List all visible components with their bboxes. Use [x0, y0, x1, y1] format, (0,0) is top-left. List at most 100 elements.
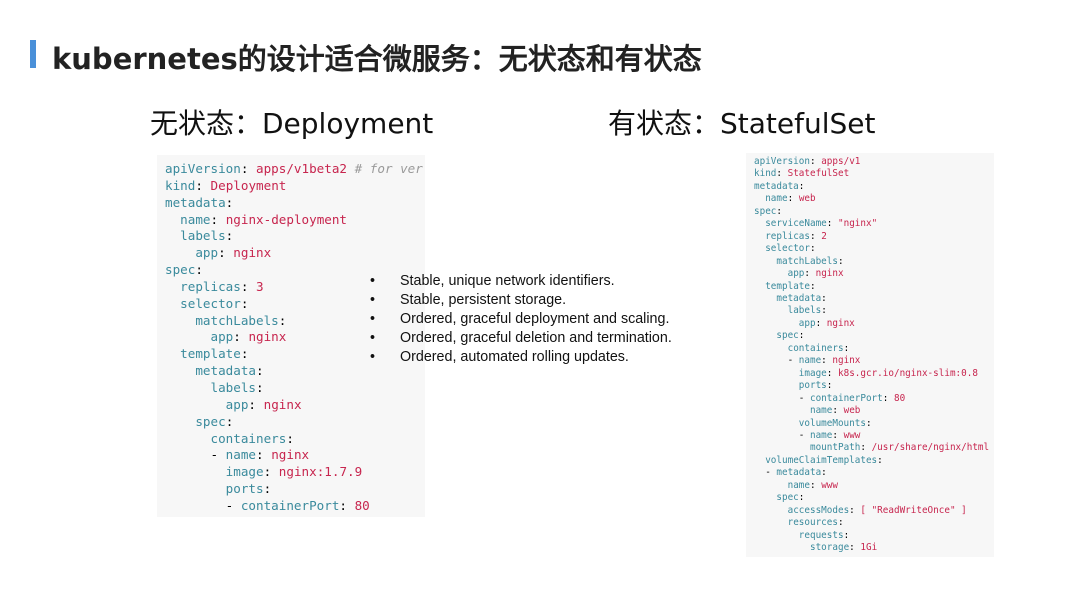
code-value: apps/v1	[821, 156, 861, 167]
code-key: template	[765, 280, 810, 292]
code-value: www	[843, 429, 861, 441]
code-value: www	[821, 479, 838, 491]
code-key: spec	[776, 492, 799, 504]
bullet-item: •Ordered, automated rolling updates.	[366, 348, 672, 367]
code-key: apiVersion	[165, 161, 241, 176]
code-value: nginx	[271, 447, 310, 463]
code-line: image: k8s.gcr.io/nginx-slim:0.8	[798, 367, 978, 379]
code-line: app: nginx	[195, 245, 272, 261]
code-key: template	[180, 346, 241, 362]
code-line: - containerPort: 80	[754, 392, 906, 404]
code-line: containers:	[787, 342, 850, 354]
code-line: name: web	[809, 405, 861, 417]
code-key: replicas	[765, 230, 810, 242]
code-line: spec:	[754, 205, 782, 217]
code-value: nginx-deployment	[225, 211, 348, 227]
code-key: name	[765, 193, 788, 205]
code-line: template:	[765, 280, 816, 292]
code-key: storage	[809, 542, 850, 554]
code-key: app	[798, 317, 816, 329]
code-line: metadata:	[165, 194, 234, 210]
code-key: matchLabels	[195, 312, 279, 328]
code-line: matchLabels:	[195, 312, 287, 328]
code-line: - metadata:	[754, 467, 827, 479]
code-key: name	[798, 355, 822, 367]
code-value: nginx	[233, 245, 272, 261]
code-value: nginx	[826, 317, 855, 329]
code-line: name: nginx-deployment	[180, 211, 348, 227]
code-key: app	[210, 329, 234, 345]
bullet-dot-icon: •	[370, 292, 376, 308]
code-line: apiVersion: apps/v1beta2 # for ver	[165, 161, 423, 176]
code-key: name	[809, 429, 833, 441]
statefulset-features-list: •Stable, unique network identifiers.•Sta…	[366, 272, 672, 367]
bullet-item: •Ordered, graceful deployment and scalin…	[366, 310, 672, 329]
bullet-text: Stable, unique network identifiers.	[400, 273, 615, 289]
code-key: volumeMounts	[798, 417, 866, 429]
code-key: metadata	[776, 292, 822, 304]
code-key: metadata	[165, 194, 226, 210]
code-key: app	[787, 268, 805, 280]
code-line: kind: StatefulSet	[754, 168, 850, 180]
code-key: labels	[210, 379, 257, 395]
code-value: Deployment	[210, 177, 287, 193]
code-value: StatefulSet	[787, 168, 850, 180]
bullet-dot-icon: •	[370, 273, 376, 289]
code-line: selector:	[180, 295, 249, 311]
code-line: app: nginx	[787, 268, 844, 280]
code-line: kind: Deployment	[165, 177, 287, 193]
code-key: accessModes	[787, 504, 850, 516]
code-value: 80	[893, 392, 906, 404]
code-value: 2	[821, 230, 827, 242]
code-value: 1Gi	[860, 542, 878, 554]
slide-title: kubernetes的设计适合微服务：无状态和有状态	[52, 42, 702, 76]
code-value: nginx:1.7.9	[278, 464, 363, 480]
code-line: requests:	[798, 529, 850, 541]
code-line: spec:	[776, 492, 805, 504]
code-line: matchLabels:	[776, 255, 844, 267]
code-key: volumeClaimTemplates	[765, 454, 878, 466]
code-line: replicas: 3	[180, 278, 264, 294]
code-key: metadata	[754, 180, 799, 192]
code-value: nginx	[248, 329, 287, 345]
code-key: matchLabels	[776, 255, 838, 267]
deployment-subtitle: 无状态：Deployment	[150, 107, 434, 140]
code-line: ports:	[225, 481, 272, 497]
code-key: kind	[165, 177, 196, 193]
bullet-dot-icon: •	[370, 330, 376, 346]
code-line: selector:	[765, 243, 816, 255]
bullet-item: • Stable, unique network identifiers.	[366, 272, 672, 291]
code-line: ports:	[798, 380, 833, 392]
code-line: replicas: 2	[765, 230, 827, 242]
code-key: containerPort	[240, 497, 340, 513]
bullet-text: Ordered, graceful deployment and scaling…	[400, 311, 670, 327]
code-key: apiVersion	[754, 156, 810, 167]
code-key: name	[180, 211, 211, 227]
bullet-text: Ordered, graceful deletion and terminati…	[400, 330, 672, 346]
code-line: metadata:	[195, 363, 264, 379]
code-comment: # for ver	[354, 161, 423, 176]
code-line: resources:	[787, 517, 844, 529]
code-line: - name: nginx	[754, 355, 861, 367]
code-line: apiVersion: apps/v1	[754, 156, 861, 167]
bullet-text: Ordered, automated rolling updates.	[400, 349, 629, 365]
code-line: storage: 1Gi	[809, 542, 878, 554]
code-key: requests	[798, 529, 844, 541]
code-key: selector	[180, 295, 241, 311]
code-line: labels:	[210, 379, 264, 395]
code-key: replicas	[180, 278, 241, 294]
code-line: app: nginx	[210, 329, 287, 345]
code-key: kind	[754, 168, 777, 180]
code-line: metadata:	[776, 292, 827, 304]
code-key: name	[787, 479, 810, 491]
code-key: metadata	[776, 467, 822, 479]
code-line: image: nginx:1.7.9	[225, 464, 363, 480]
code-line: containers:	[210, 430, 294, 446]
code-line: mountPath: /usr/share/nginx/html	[809, 442, 990, 454]
code-key: name	[809, 405, 833, 417]
code-line: labels:	[180, 228, 234, 244]
code-value: web	[843, 405, 861, 417]
code-value: nginx	[263, 396, 302, 412]
code-key: mountPath	[809, 442, 861, 454]
